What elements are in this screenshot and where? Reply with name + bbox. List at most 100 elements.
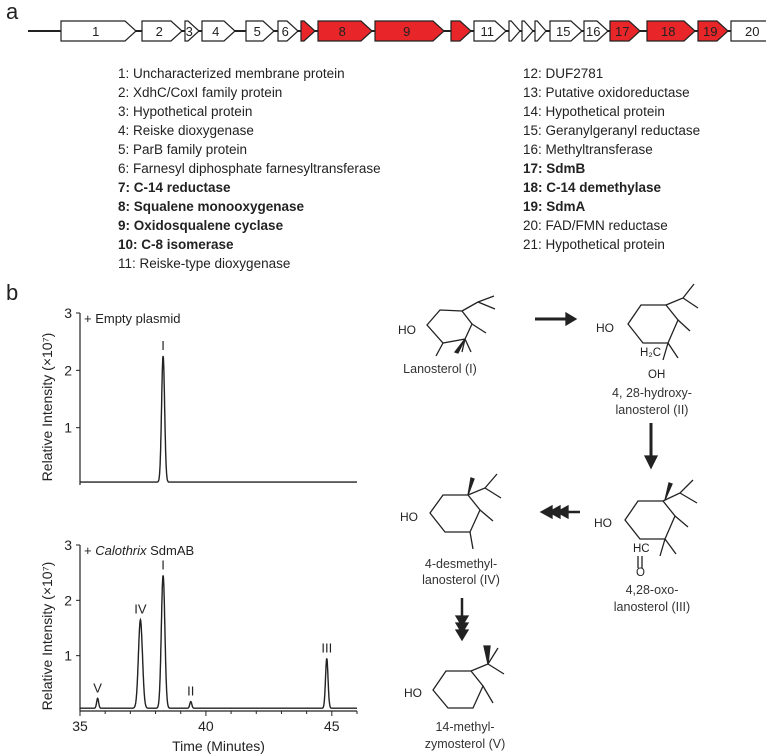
peak-label: V [93, 680, 102, 695]
gene-16: 16 [583, 20, 609, 42]
compound-name-iv-line1: 4-desmethyl- [425, 557, 497, 571]
x-tick-label: 35 [72, 718, 88, 734]
legend-entry: 19: SdmA [523, 199, 586, 214]
x-axis-label: Time (Minutes) [172, 738, 265, 754]
arrow-ii-to-iii [643, 423, 659, 470]
gene-arrow-13 [521, 20, 534, 42]
peak-label: II [187, 684, 194, 699]
x-tick-label: 40 [198, 718, 214, 734]
structure-14-methylzymosterol: HO 14-methyl- zymosterol (V) [404, 647, 505, 751]
gene-12 [508, 20, 521, 42]
gene-label-17: 17 [615, 24, 629, 39]
gene-5: 5 [245, 20, 275, 42]
gene-label-2: 2 [156, 24, 163, 39]
gene-arrow-8 [317, 20, 373, 42]
y-tick-label: 3 [64, 537, 72, 553]
arrow-iv-to-v-multistep [454, 598, 470, 642]
gene-arrow-6 [277, 20, 299, 42]
legend-entry: 20: FAD/FMN reductase [523, 218, 668, 233]
peak-label: I [161, 338, 165, 353]
legend-entry: 18: C-14 demethylase [523, 180, 662, 195]
legend-entry: 4: Reiske dioxygenase [118, 123, 254, 138]
oh-label-v: HO [404, 686, 422, 700]
gene-label-1: 1 [92, 24, 99, 39]
y-tick-label: 1 [64, 420, 72, 436]
y-tick-label: 2 [64, 592, 72, 608]
oh-label-iii: HO [594, 516, 612, 530]
gene-arrow-20 [730, 20, 766, 42]
legend-entry: 2: XdhC/CoxI family protein [118, 85, 282, 100]
gene-arrow-4 [201, 20, 236, 42]
chart-annotation: + Calothrix SdmAB [84, 543, 194, 558]
compound-name-ii-line2: lanosterol (II) [616, 403, 689, 417]
gene-arrow-9 [374, 20, 445, 42]
oh-label-ii: HO [596, 321, 614, 335]
y-tick-label: 3 [64, 305, 72, 321]
legend-entry: 15: Geranylgeranyl reductase [523, 123, 700, 138]
substituent-iii-ch: HC [633, 543, 650, 555]
compound-name-v-line1: 14-methyl- [435, 720, 494, 734]
panel-label-a: a [6, 0, 19, 24]
y-axis-label: Relative Intensity (×10⁷) [39, 333, 55, 482]
gene-label-4: 4 [212, 24, 219, 39]
peak-label: IV [134, 602, 147, 617]
gene-arrow-17 [609, 20, 641, 42]
structure-4-28-hydroxylanosterol: HO H₂C OH 4, 28-hydroxy- lanosterol (II) [596, 283, 699, 417]
substituent-iii-o: O [636, 567, 645, 579]
gene-arrow-1 [60, 20, 137, 42]
gene-arrow-15 [549, 20, 583, 42]
legend-entry: 17: SdmB [523, 161, 586, 176]
y-tick-label: 1 [64, 648, 72, 664]
gene-arrow-18 [646, 20, 696, 42]
gene-3: 3 [184, 20, 200, 42]
gene-9: 9 [374, 20, 445, 42]
gene-20: 20 [730, 20, 766, 42]
structure-4-desmethyllanosterol: HO 4-desmethyl- lanosterol (IV) [400, 473, 502, 587]
peak-label: III [321, 640, 332, 655]
gene-arrow-5 [245, 20, 275, 42]
y-axis-label: Relative Intensity (×10⁷) [39, 562, 55, 711]
legend-entry: 10: C-8 isomerase [118, 237, 234, 252]
gene-label-16: 16 [586, 24, 600, 39]
gene-6: 6 [277, 20, 299, 42]
legend-entry: 12: DUF2781 [523, 66, 603, 81]
gene-17: 17 [609, 20, 641, 42]
legend-entry: 21: Hypothetical protein [523, 237, 665, 252]
gene-label-8: 8 [339, 24, 346, 39]
pathway-diagram: HO Lanosterol (I) HO H₂C OH 4, 28-hydrox… [398, 283, 699, 751]
chromatogram-trace [80, 355, 357, 483]
gene-arrow-12 [508, 20, 521, 42]
gene-13 [521, 20, 534, 42]
gene-arrow-10 [450, 20, 472, 42]
substituent-ii-ch2: H₂C [640, 347, 661, 359]
gene-19: 19 [697, 20, 729, 42]
arrow-i-to-ii [535, 311, 578, 327]
gene-8: 8 [317, 20, 373, 42]
gene-arrow-14 [534, 20, 547, 42]
gene-label-19: 19 [703, 24, 717, 39]
legend-entry: 3: Hypothetical protein [118, 104, 252, 119]
legend-entry: 14: Hypothetical protein [523, 104, 665, 119]
gene-4: 4 [201, 20, 236, 42]
legend-entry: 6: Farnesyl diphosphate farnesyltransfer… [118, 161, 381, 176]
compound-name-iii-line2: lanosterol (III) [614, 600, 690, 614]
peak-label: I [161, 557, 165, 572]
chromatogram-trace [80, 575, 357, 709]
gene-arrow-16 [583, 20, 609, 42]
gene-label-15: 15 [556, 24, 570, 39]
compound-name-ii-line1: 4, 28-hydroxy- [612, 386, 692, 400]
chart-annotation: + Empty plasmid [84, 311, 180, 326]
wedge-bond-v [483, 645, 491, 665]
gene-label-6: 6 [282, 24, 289, 39]
gene-arrow-19 [697, 20, 729, 42]
gene-arrow-7 [300, 20, 316, 42]
structure-lanosterol: HO Lanosterol (I) [398, 295, 496, 376]
gene-label-5: 5 [254, 24, 261, 39]
panel-label-b: b [6, 280, 18, 305]
gene-arrow-3 [184, 20, 200, 42]
